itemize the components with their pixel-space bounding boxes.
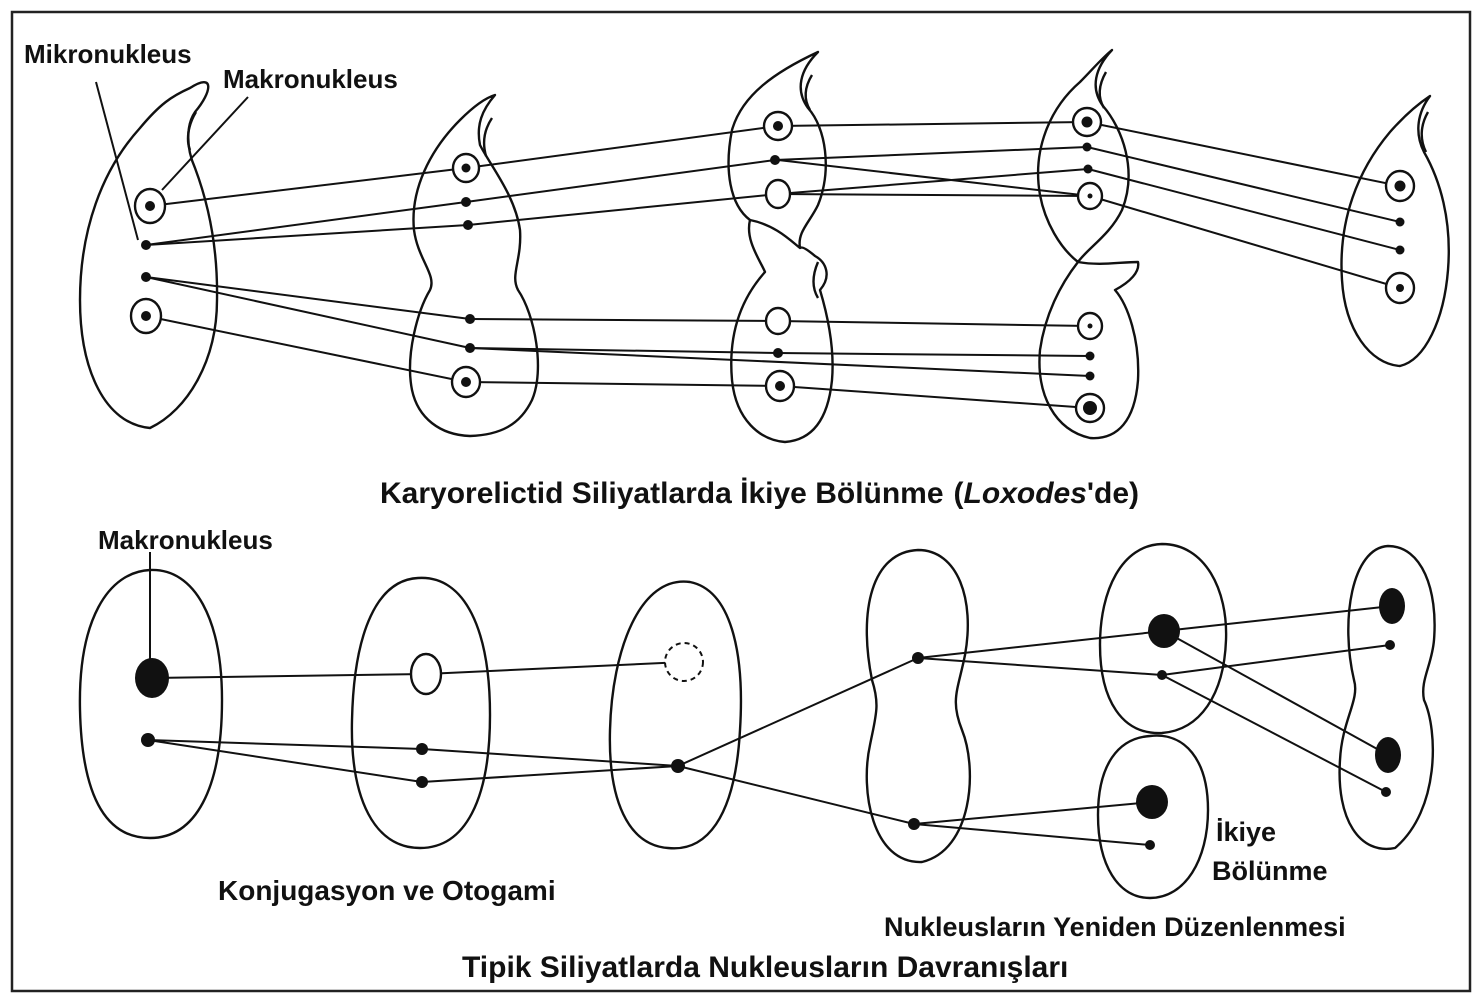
typical-cell-5-upper [1098, 542, 1228, 735]
top-nuclei [129, 106, 1416, 424]
loxodes-cell-2 [408, 93, 540, 438]
loxodes-cell-1 [78, 81, 219, 430]
caption-top-open: ( [954, 477, 964, 510]
top-connector-lines [145, 121, 1401, 409]
loxodes-cell-5 [1340, 94, 1450, 368]
label-yeniden-duzenlenme: Nukleusların Yeniden Düzenlenmesi [884, 912, 1346, 942]
label-mikronukleus: Mikronukleus [24, 39, 192, 69]
typical-cell-5-lower [1096, 734, 1210, 900]
caption-top-main: Karyorelictid Siliyatlarda İkiye Bölünme [380, 477, 944, 510]
caption-top-genus: Loxodes [964, 477, 1087, 510]
loxodes-cell-4-upper [1036, 48, 1130, 264]
loxodes-cell-1-groove [186, 111, 198, 151]
loxodes-cell-4-groove [1098, 71, 1108, 109]
label-konjugasyon: Konjugasyon ve Otogami [218, 875, 556, 906]
loxodes-cell-3-groove-bottom [812, 261, 820, 299]
caption-bottom: Tipik Siliyatlarda Nukleusların Davranış… [462, 951, 1068, 984]
loxodes-cell-3-groove-top [804, 74, 814, 111]
loxodes-cell-3-upper [727, 50, 827, 250]
typical-cell-2 [350, 576, 492, 850]
loxodes-cell-2-groove [482, 117, 494, 157]
typical-cell-3 [608, 580, 743, 850]
caption-top: Karyorelictid Siliyatlarda İkiye Bölünme… [380, 477, 1139, 510]
loxodes-cell-3-lower [730, 219, 834, 444]
label-makronukleus-bottom: Makronukleus [98, 525, 273, 555]
bottom-nuclei [135, 588, 1405, 850]
label-bolunme: Bölünme [1212, 856, 1328, 886]
typical-cell-4-dividing [865, 548, 972, 864]
diagram-frame [10, 10, 1472, 993]
mikronukleus-leader [95, 81, 139, 241]
loxodes-cell-5-groove [1420, 111, 1430, 153]
loxodes-cell-4-lower [1038, 260, 1140, 440]
caption-top-suffix: 'de) [1087, 477, 1139, 510]
typical-cell-6-dividing [1338, 544, 1436, 851]
label-makronukleus-top: Makronukleus [223, 64, 398, 94]
bottom-connector-lines [147, 605, 1393, 846]
label-ikiye: İkiye [1216, 817, 1276, 847]
typical-cell-1 [78, 568, 224, 840]
makronukleus-top-leader [161, 96, 249, 191]
